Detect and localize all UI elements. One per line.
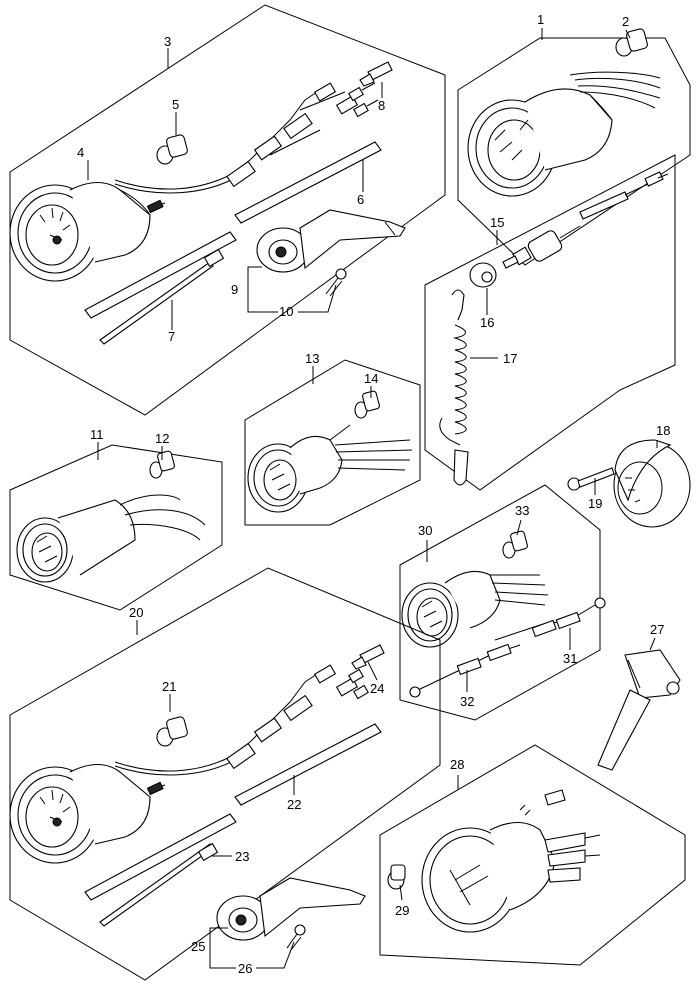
callout-31: 31 — [563, 651, 577, 666]
callout-23: 23 — [235, 849, 249, 864]
nut-16 — [469, 262, 497, 288]
gauge-1 — [467, 88, 613, 197]
plug-8 — [359, 61, 393, 87]
callout-2: 2 — [622, 14, 629, 29]
lever-9 — [256, 209, 406, 273]
screw-26 — [286, 924, 306, 951]
plug-24 — [351, 644, 385, 670]
harness-31 — [494, 597, 606, 641]
callout-33: 33 — [515, 503, 529, 518]
bulb-14 — [354, 390, 380, 419]
tube-22b — [234, 723, 382, 806]
panel-13-group — [244, 359, 421, 526]
panel-28-group — [379, 744, 686, 966]
callout-22: 22 — [287, 797, 301, 812]
callout-15: 15 — [490, 215, 504, 230]
callout-25: 25 — [191, 939, 205, 954]
panel-20-box — [9, 567, 441, 981]
callout-8: 8 — [378, 98, 385, 113]
callout-21: 21 — [162, 679, 176, 694]
callout-20: 20 — [129, 605, 143, 620]
callout-16: 16 — [480, 315, 494, 330]
gauge-30 — [401, 570, 549, 648]
panel-1-box — [457, 37, 691, 266]
callout-24: 24 — [370, 681, 384, 696]
bulb-33 — [502, 530, 528, 559]
bulb-21 — [156, 716, 188, 747]
callout-12: 12 — [155, 431, 169, 446]
harness-32 — [409, 643, 521, 698]
callout-7: 7 — [168, 329, 175, 344]
callout-9: 9 — [231, 282, 238, 297]
gauge-20 — [9, 763, 166, 864]
callout-27: 27 — [650, 622, 664, 637]
panel-15-group — [424, 154, 691, 528]
screw-10 — [325, 268, 347, 297]
tube-6b — [234, 141, 382, 224]
cover-18 — [613, 439, 691, 528]
panel-11-group — [9, 444, 223, 611]
panel-20-group — [9, 567, 441, 981]
bulb-2 — [615, 28, 648, 57]
panel-28-box — [379, 744, 686, 966]
callout-29: 29 — [395, 903, 409, 918]
callout-19: 19 — [588, 496, 602, 511]
callout-11: 11 — [90, 427, 104, 442]
callout-26: 26 — [238, 961, 252, 976]
panel-30-box — [399, 484, 601, 721]
gauge-13 — [247, 424, 413, 513]
callout-1: 1 — [537, 12, 544, 27]
panel-11-box — [9, 444, 223, 611]
leader-lines — [87, 28, 658, 969]
bulb-12 — [149, 450, 175, 479]
panel-13-box — [244, 359, 421, 526]
trim-sender-27 — [597, 649, 681, 771]
panel-30-group — [399, 484, 606, 721]
lever-25 — [216, 877, 366, 941]
callout-17: 17 — [503, 351, 517, 366]
cable-tie-7 — [99, 261, 214, 345]
switch-15 — [502, 225, 581, 269]
callout-14: 14 — [364, 371, 378, 386]
panel-15-box — [424, 154, 676, 491]
callout-32: 32 — [460, 694, 474, 709]
tube-6a — [84, 231, 237, 319]
callout-3: 3 — [164, 34, 171, 49]
callout-13: 13 — [305, 351, 319, 366]
callout-10: 10 — [279, 304, 293, 319]
tube-22a — [84, 813, 237, 901]
gauge-11 — [16, 494, 206, 583]
panel-3-group — [9, 4, 446, 416]
callout-30: 30 — [418, 523, 432, 538]
lanyard-17 — [439, 289, 469, 486]
gauge-4 — [9, 181, 166, 282]
screw-19 — [567, 467, 615, 491]
callout-labels: 1 2 3 4 5 6 7 8 9 10 11 12 13 14 15 16 1… — [77, 12, 670, 976]
gauge-28 — [421, 789, 601, 933]
bulb-29 — [387, 864, 406, 890]
callout-5: 5 — [172, 97, 179, 112]
panel-3-box — [9, 4, 446, 416]
callout-18: 18 — [656, 423, 670, 438]
bulb-5 — [156, 134, 188, 165]
callout-6: 6 — [357, 192, 364, 207]
callout-28: 28 — [450, 757, 464, 772]
callout-4: 4 — [77, 145, 84, 160]
panel-1-group — [457, 28, 691, 266]
